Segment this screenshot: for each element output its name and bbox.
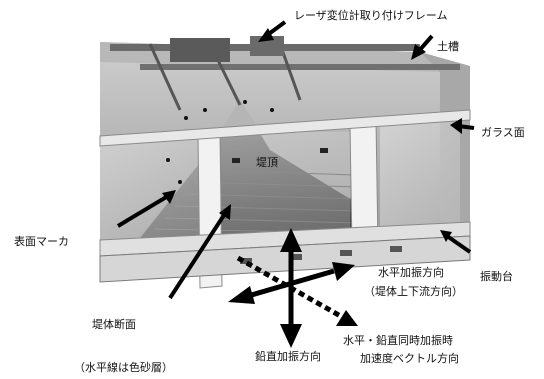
label-shake-table: 振動台	[480, 270, 513, 283]
glass-face	[100, 112, 460, 240]
label-soil-tank: 土槽	[437, 40, 459, 53]
label-horizontal-direction-sub: （堤体上下流方向）	[364, 285, 463, 298]
shake-table	[99, 235, 471, 283]
acceleration-vector-arrow	[236, 255, 358, 326]
label-combined-direction-2: 加速度ベクトル方向	[360, 352, 459, 365]
laser-frame	[110, 36, 460, 111]
label-vertical-direction: 鉛直加振方向	[255, 350, 321, 363]
label-combined-direction-1: 水平・鉛直同時加振時	[343, 334, 453, 347]
horizontal-excitation-arrow	[228, 262, 355, 304]
label-crest: 堤頂	[256, 156, 278, 169]
label-dam-section: 堤体断面	[92, 318, 136, 331]
label-section-note: （水平線は色砂層）	[74, 361, 173, 374]
label-laser-frame: レーザ変位計取り付けフレーム	[294, 9, 448, 22]
label-surface-marker: 表面マーカ	[14, 235, 69, 248]
label-horizontal-direction: 水平加振方向	[378, 266, 444, 279]
label-glass-face: ガラス面	[481, 126, 525, 139]
annotation-arrows	[116, 20, 475, 300]
surface-markers	[166, 100, 328, 184]
